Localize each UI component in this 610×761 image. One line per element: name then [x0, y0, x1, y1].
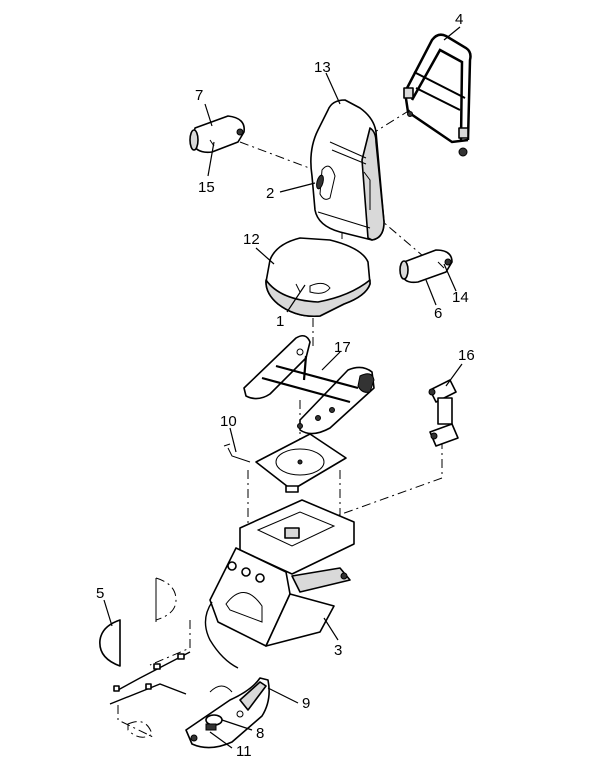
callout-2: 2 [266, 185, 274, 202]
callout-7: 7 [195, 87, 203, 104]
callout-8: 8 [256, 725, 264, 742]
callout-12: 12 [243, 231, 260, 248]
cable-harness-part [109, 601, 239, 738]
callout-3: 3 [334, 642, 342, 659]
seat-frame-part [243, 334, 375, 435]
callout-9: 9 [302, 695, 310, 712]
seat-cushion-part [265, 237, 371, 318]
pedestal-base-part [209, 499, 355, 647]
right-armrest-part [399, 249, 453, 284]
callout-4: 4 [455, 11, 463, 28]
callout-16: 16 [458, 347, 475, 364]
callout-11: 11 [236, 743, 252, 760]
backrest-frame-part [403, 33, 472, 157]
cover-part [99, 577, 177, 667]
callout-1: 1 [276, 313, 284, 330]
callout-15: 15 [198, 179, 215, 196]
assembly-centerlines [117, 109, 443, 739]
backrest-cushion-part [310, 99, 385, 241]
callout-labels: 4 13 7 15 2 12 1 14 6 17 16 10 3 5 9 8 1… [96, 11, 475, 760]
rotation-plate-part [223, 433, 347, 493]
leader-lines [103, 26, 463, 749]
callout-6: 6 [434, 305, 442, 322]
callout-17: 17 [334, 339, 351, 356]
left-armrest-part [189, 115, 245, 154]
control-console-part [185, 677, 270, 749]
callout-5: 5 [96, 585, 104, 602]
callout-13: 13 [314, 59, 331, 76]
callout-10: 10 [220, 413, 237, 430]
callout-14: 14 [452, 289, 469, 306]
mounting-hardware-part [428, 379, 459, 447]
